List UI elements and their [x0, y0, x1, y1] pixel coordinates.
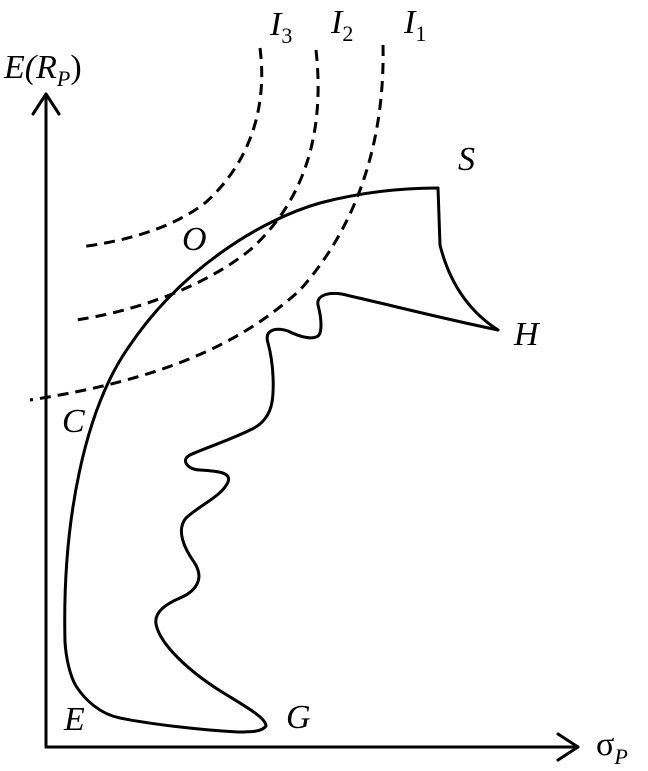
- wavy-inner-boundary: [63, 291, 500, 734]
- feasible-set: [63, 186, 500, 734]
- x-axis-arrowhead: [556, 732, 580, 762]
- label-point-s: S: [458, 141, 475, 178]
- label-i1: I1: [403, 4, 426, 46]
- y-axis-label: E(RP): [3, 49, 82, 91]
- indifference-curves: [29, 44, 385, 402]
- indifference-curve-i3: [79, 47, 264, 249]
- indifference-curve-i1: [29, 44, 385, 402]
- label-i2: I2: [330, 4, 353, 46]
- axes: [31, 92, 580, 762]
- indifference-curve-i2: [75, 49, 320, 322]
- segment-s-to-h: [436, 186, 500, 332]
- label-i3: I3: [269, 6, 292, 48]
- y-axis-arrowhead: [31, 92, 61, 116]
- label-point-g: G: [286, 699, 311, 736]
- label-point-e: E: [63, 701, 85, 738]
- label-point-h: H: [513, 316, 541, 353]
- x-axis-label: σP: [596, 726, 628, 769]
- label-point-o: O: [182, 221, 207, 258]
- label-point-c: C: [62, 403, 85, 440]
- efficient-frontier-curve: [63, 186, 440, 644]
